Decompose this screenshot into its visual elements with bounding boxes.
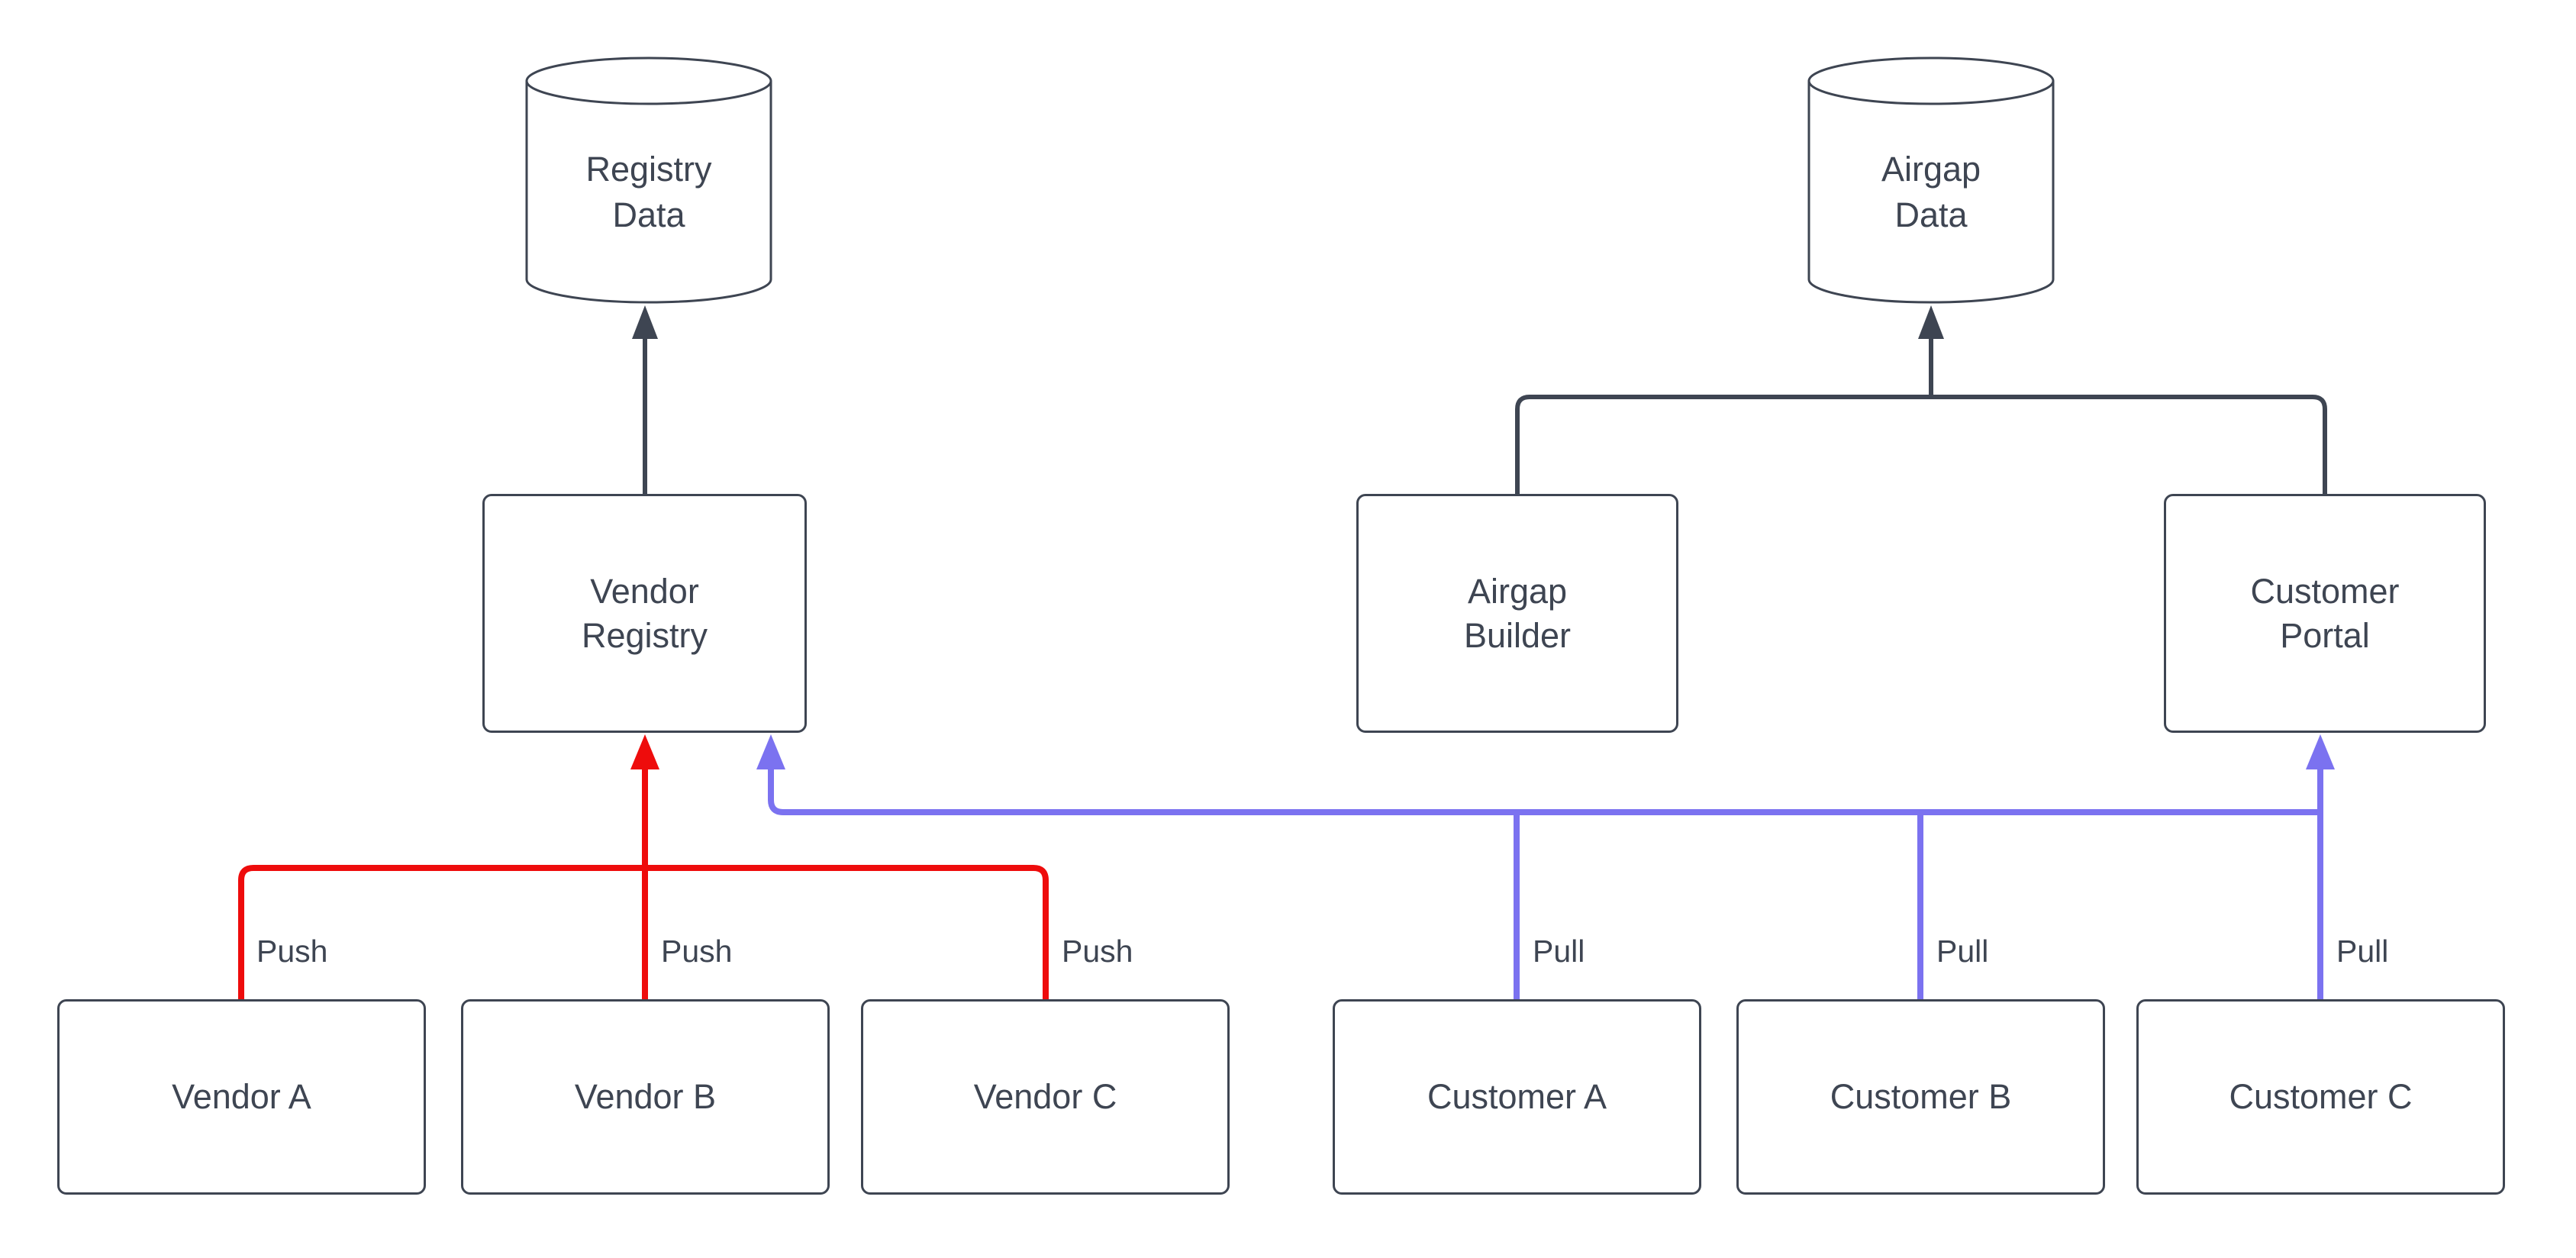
edge-line-bracket: [1515, 395, 2327, 495]
node-label-line: Airgap: [1467, 571, 1568, 611]
node-customer-portal: Customer Portal: [2164, 494, 2486, 733]
node-label-line: Customer: [2250, 571, 2400, 611]
node-airgap-builder: Airgap Builder: [1356, 494, 1678, 733]
edge-airgap-builder-customer-portal-to-airgap-data: [1515, 305, 2327, 495]
node-label-line: Customer B: [1830, 1077, 2012, 1116]
node-label-line: Builder: [1463, 615, 1572, 655]
node-vendor-a: Vendor A: [57, 999, 426, 1195]
node-customer-b: Customer B: [1736, 999, 2105, 1195]
node-label-line: Registry: [581, 615, 708, 655]
edge-label-pull-customer-a: Pull: [1533, 934, 1585, 969]
arrowhead-up-purple-registry: [756, 734, 785, 769]
node-label-line: Registry: [585, 150, 712, 189]
node-label-line: Vendor B: [574, 1077, 717, 1116]
cylinder-shapes: [525, 56, 2055, 304]
node-label-line: Data: [612, 195, 685, 234]
node-label-line: Vendor A: [172, 1077, 311, 1116]
edge-push-group: [238, 734, 1049, 999]
node-customer-a: Customer A: [1333, 999, 1701, 1195]
cylinder-airgap-data-shape: [1807, 56, 2055, 304]
node-label-line: Portal: [2280, 615, 2370, 655]
arrowhead-up-dark-registry: [632, 305, 658, 339]
edge-label-push-vendor-c: Push: [1062, 934, 1133, 969]
node-vendor-c: Vendor C: [861, 999, 1230, 1195]
edge-label-push-vendor-b: Push: [661, 934, 733, 969]
node-vendor-registry: Vendor Registry: [482, 494, 807, 733]
node-customer-c: Customer C: [2136, 999, 2505, 1195]
node-label-line: Customer A: [1427, 1077, 1607, 1116]
arrowhead-up-dark-airgap: [1918, 305, 1944, 339]
node-label-line: Airgap: [1881, 150, 1981, 189]
arrowhead-up-red: [630, 734, 659, 769]
node-vendor-b: Vendor B: [461, 999, 830, 1195]
cylinder-airgap-data-lid: [1807, 80, 2055, 105]
node-label-line: Customer C: [2229, 1077, 2413, 1116]
arrowhead-up-purple-portal: [2306, 734, 2335, 769]
node-label-line: Vendor C: [973, 1077, 1117, 1116]
node-label-line: Vendor: [590, 571, 699, 611]
edge-pull-group: [756, 734, 2335, 999]
cylinder-registry-data-lid: [525, 80, 772, 105]
edge-label-pull-customer-c: Pull: [2336, 934, 2389, 969]
edge-label-push-vendor-a: Push: [256, 934, 328, 969]
pull-trunk-line: [768, 769, 2320, 815]
edge-label-pull-customer-b: Pull: [1936, 934, 1989, 969]
node-label-line: Data: [1894, 195, 1968, 234]
node-registry-data: Registry Data: [527, 147, 771, 238]
cylinder-registry-data-shape: [525, 56, 772, 304]
edge-vendor-registry-to-registry-data: [632, 305, 658, 495]
node-airgap-data: Airgap Data: [1809, 147, 2053, 238]
